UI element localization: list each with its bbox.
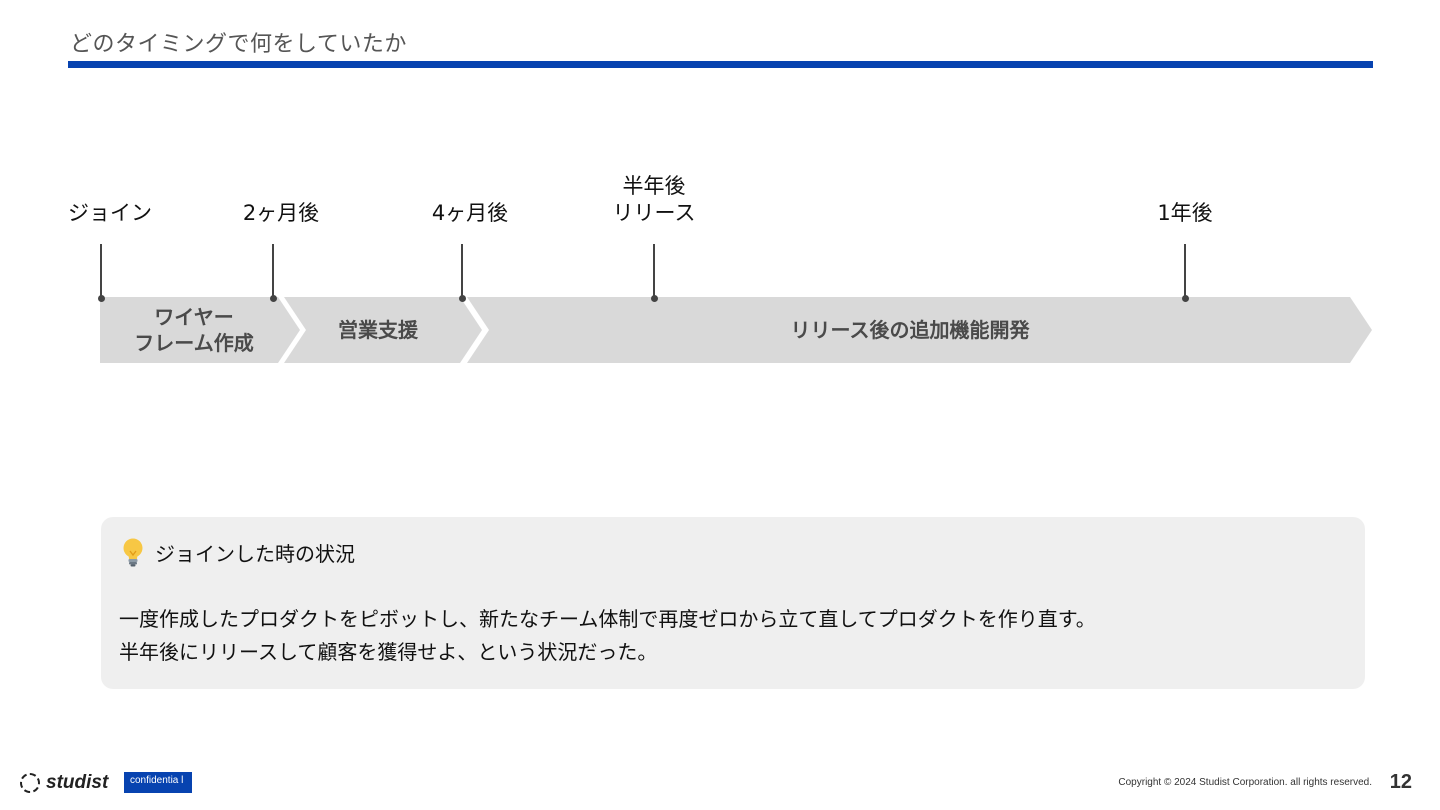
phase-label-post-release: リリース後の追加機能開発 — [790, 318, 1030, 342]
milestone-dot — [1182, 295, 1189, 302]
phase-label-sales-support: 営業支援 — [338, 318, 418, 342]
milestone-tick — [461, 244, 463, 298]
info-line: 一度作成したプロダクトをピボットし、新たなチーム体制で再度ゼロから立て直してプロ… — [119, 607, 1096, 631]
confidential-badge: confidentia l — [124, 772, 192, 793]
milestone-tick — [272, 244, 274, 298]
copyright-text: Copyright © 2024 Studist Corporation. al… — [1118, 777, 1372, 788]
info-body: 一度作成したプロダクトをピボットし、新たなチーム体制で再度ゼロから立て直してプロ… — [119, 603, 1096, 669]
lightbulb-icon — [123, 538, 143, 567]
page-number: 12 — [1389, 771, 1412, 793]
phase-chevron-sales-support — [284, 297, 482, 363]
studist-logo: studist — [20, 772, 108, 794]
info-line: 半年後にリリースして顧客を獲得せよ、という状況だった。 — [119, 640, 658, 664]
milestone-tick — [653, 244, 655, 298]
info-heading: ジョインした時の状況 — [155, 542, 355, 566]
situation-info-box — [101, 517, 1365, 689]
milestone-label-4-months: 4ヶ月後 — [431, 201, 509, 225]
milestone-dot — [459, 295, 466, 302]
phase-label-wireframe: ワイヤー フレーム作成 — [134, 305, 254, 355]
logo-ring-icon — [20, 773, 40, 793]
milestone-dot — [270, 295, 277, 302]
logo-text: studist — [46, 772, 109, 793]
page-title: どのタイミングで何をしていたか — [70, 32, 407, 57]
milestone-dot — [651, 295, 658, 302]
milestone-label-1-year: 1年後 — [1157, 201, 1213, 225]
milestone-tick — [100, 244, 102, 298]
phase-chevron-post-release — [467, 297, 1372, 363]
title-divider — [68, 61, 1373, 68]
milestone-label-join: ジョイン — [68, 201, 152, 225]
milestone-tick — [1184, 244, 1186, 298]
milestone-label-half-year-release: 半年後 リリース — [612, 174, 696, 225]
phase-chevron-wireframe — [100, 297, 300, 363]
milestone-label-2-months: 2ヶ月後 — [242, 201, 320, 225]
milestone-dot — [98, 295, 105, 302]
